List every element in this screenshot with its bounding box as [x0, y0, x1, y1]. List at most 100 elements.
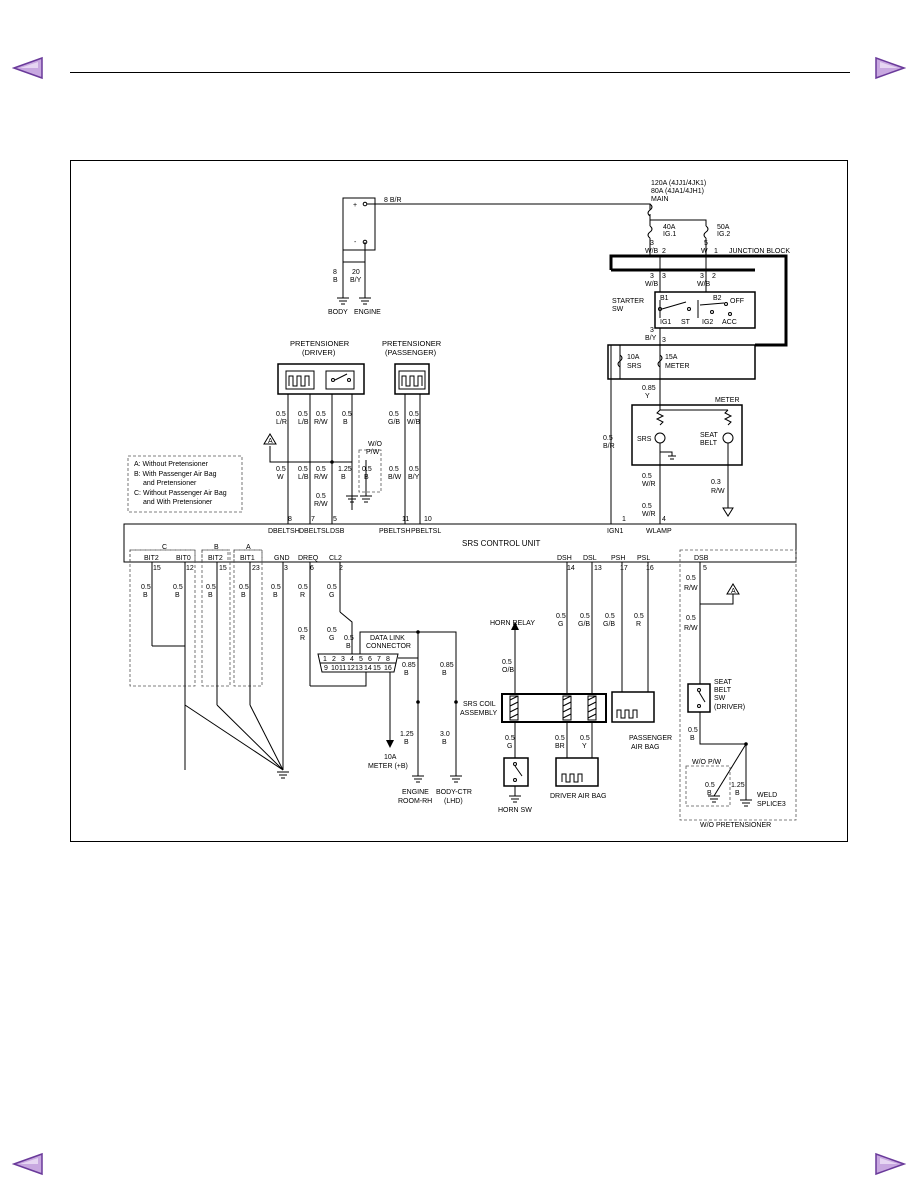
svg-text:W/B: W/B — [645, 281, 659, 288]
svg-text:A: A — [268, 438, 273, 445]
svg-text:B/R: B/R — [603, 443, 615, 450]
srs-control-unit: SRS CONTROL UNIT — [123, 523, 797, 563]
svg-text:W/B: W/B — [697, 281, 711, 288]
svg-text:(DRIVER): (DRIVER) — [714, 704, 745, 711]
srs-coil-assembly — [501, 693, 607, 723]
ground-engine-icon — [359, 297, 371, 305]
svg-text:DSB: DSB — [330, 528, 345, 535]
svg-text:B: B — [735, 790, 740, 797]
pretensioner-passenger — [394, 363, 430, 395]
svg-text:0.85: 0.85 — [402, 662, 416, 669]
svg-text:BIT2: BIT2 — [208, 555, 223, 562]
fuse-40a: 40A — [663, 224, 676, 231]
ground-body-ctr-icon — [450, 775, 462, 783]
svg-text:11: 11 — [402, 516, 409, 523]
svg-text:15: 15 — [219, 565, 227, 572]
svg-text:BELT: BELT — [714, 687, 732, 694]
svg-text:3.0: 3.0 — [440, 731, 450, 738]
legend-b: B: With Passenger Air Bag — [134, 471, 217, 478]
wire-battery-main — [367, 203, 651, 210]
svg-text:0.5: 0.5 — [705, 782, 715, 789]
svg-text:METER: METER — [715, 397, 740, 404]
svg-text:B/Y: B/Y — [350, 277, 362, 284]
svg-text:1: 1 — [323, 656, 327, 663]
svg-text:0.5: 0.5 — [316, 493, 326, 500]
main-fuse-line1: 120A (4JJ1/4JK1) — [651, 180, 706, 187]
svg-text:B: B — [333, 277, 338, 284]
svg-text:3: 3 — [662, 273, 666, 280]
driver-air-bag — [555, 757, 599, 787]
next-page-arrow-icon[interactable] — [874, 56, 906, 80]
svg-text:14: 14 — [567, 565, 575, 572]
svg-text:10: 10 — [331, 665, 339, 672]
svg-text:0.5: 0.5 — [556, 613, 566, 620]
svg-text:G: G — [558, 621, 563, 628]
svg-text:B: B — [404, 670, 409, 677]
svg-text:7: 7 — [377, 656, 381, 663]
srs-control-unit-title: SRS CONTROL UNIT — [462, 539, 540, 548]
svg-text:SEAT: SEAT — [714, 679, 732, 686]
starter-switch: STARTER SW B1 B2 OFF IG1 ST IG2 ACC — [612, 291, 756, 329]
svg-text:(PASSENGER): (PASSENGER) — [385, 348, 437, 357]
svg-text:0.5: 0.5 — [298, 411, 308, 418]
svg-text:10A: 10A — [384, 754, 397, 761]
svg-text:METER: METER — [665, 363, 690, 370]
svg-text:DSB: DSB — [694, 555, 709, 562]
junction-block-outline — [609, 254, 788, 347]
svg-text:PSL: PSL — [637, 555, 650, 562]
meter-box: METER SRS SEAT BELT — [631, 397, 743, 466]
svg-text:SW: SW — [714, 695, 726, 702]
svg-text:BELT: BELT — [700, 440, 718, 447]
ground-icon — [509, 795, 521, 803]
svg-text:ROOM-RH: ROOM-RH — [398, 798, 432, 805]
svg-text:B: B — [143, 592, 148, 599]
svg-text:8: 8 — [288, 516, 292, 523]
group-b-dashed — [201, 549, 231, 687]
svg-text:15: 15 — [153, 565, 161, 572]
svg-text:0.5: 0.5 — [389, 411, 399, 418]
svg-text:Y: Y — [582, 743, 587, 750]
svg-text:W: W — [701, 248, 708, 255]
svg-text:13: 13 — [355, 665, 363, 672]
svg-text:O/B: O/B — [502, 667, 514, 674]
svg-text:W: W — [277, 474, 284, 481]
svg-text:B: B — [404, 739, 409, 746]
legend-c: C: Without Passenger Air Bag — [134, 490, 227, 497]
svg-text:B: B — [707, 790, 712, 797]
svg-text:BIT0: BIT0 — [176, 555, 191, 562]
previous-page-arrow-icon[interactable] — [12, 56, 44, 80]
svg-text:5: 5 — [703, 565, 707, 572]
svg-text:10A: 10A — [627, 354, 640, 361]
svg-text:DATA LINK: DATA LINK — [370, 635, 405, 642]
svg-text:0.5: 0.5 — [316, 466, 326, 473]
svg-text:R: R — [636, 621, 641, 628]
horn-switch — [503, 757, 529, 787]
seat-belt-switch — [687, 683, 711, 713]
svg-text:B: B — [690, 735, 695, 742]
svg-text:DSL: DSL — [583, 555, 597, 562]
group-a-dashed — [233, 549, 263, 687]
svg-text:B: B — [442, 739, 447, 746]
svg-text:0.5: 0.5 — [605, 613, 615, 620]
svg-text:ASSEMBLY: ASSEMBLY — [460, 710, 498, 717]
svg-text:1.25: 1.25 — [731, 782, 745, 789]
svg-text:L/R: L/R — [276, 419, 287, 426]
passenger-air-bag — [611, 691, 655, 723]
fuse-40a-icon — [647, 225, 653, 239]
pretensioner-driver — [277, 363, 365, 395]
svg-text:A: A — [246, 544, 251, 551]
horn-relay-arrow-icon — [511, 622, 519, 630]
svg-text:DBELTSL: DBELTSL — [299, 528, 330, 535]
svg-text:DRIVER AIR BAG: DRIVER AIR BAG — [550, 793, 606, 800]
svg-text:23: 23 — [252, 565, 260, 572]
horn-relay-label: HORN RELAY — [490, 620, 535, 627]
svg-text:2: 2 — [712, 273, 716, 280]
previous-page-arrow-icon-bottom[interactable] — [12, 1152, 44, 1176]
next-page-arrow-icon-bottom[interactable] — [874, 1152, 906, 1176]
svg-text:0.5: 0.5 — [555, 735, 565, 742]
svg-text:SRS COIL: SRS COIL — [463, 701, 496, 708]
svg-text:3: 3 — [700, 273, 704, 280]
svg-text:G/B: G/B — [603, 621, 615, 628]
svg-text:B: B — [341, 474, 346, 481]
